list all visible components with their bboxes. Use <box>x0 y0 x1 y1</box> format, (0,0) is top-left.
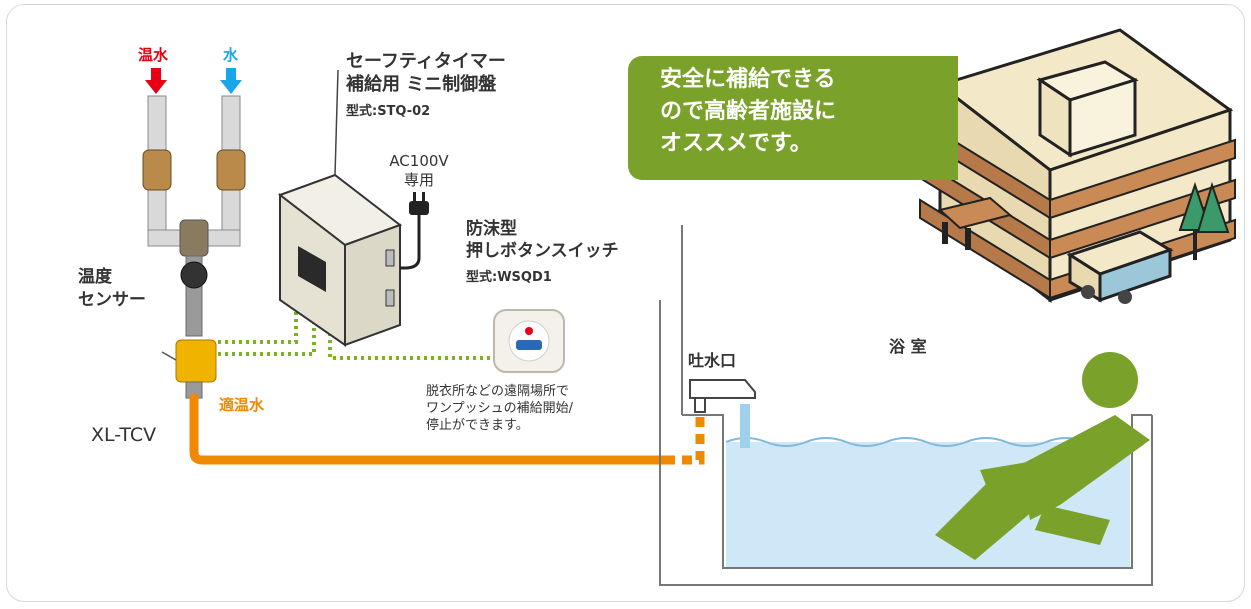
control-panel-box <box>277 173 403 347</box>
building-illustration <box>919 28 1236 304</box>
sensor-label-line-1: 温度 <box>78 267 112 287</box>
callout-line-2: ので高齢者施設に <box>660 98 837 124</box>
bathroom-wall <box>659 225 1153 586</box>
remote-note-line-1: 脱衣所などの遠隔場所で <box>426 384 570 399</box>
bathroom-label: 浴 室 <box>889 337 927 356</box>
person-bathing-icon <box>935 352 1150 560</box>
push-switch-title-line-2: 押しボタンスイッチ <box>466 241 619 262</box>
mixed-water-label: 適温水 <box>219 396 265 414</box>
valve-model-label: XL-TCV <box>91 424 157 446</box>
control-panel-title-line-1: セーフティタイマー <box>346 51 506 72</box>
water-spout-icon <box>689 379 756 448</box>
supply-pipes <box>142 95 246 399</box>
cold-arrow-icon <box>220 68 242 94</box>
control-panel-model: 型式:STQ-02 <box>346 104 431 119</box>
sensor-label-line-2: センサー <box>78 289 146 310</box>
push-switch-title-line-1: 防沫型 <box>466 219 517 239</box>
cold-water-label: 水 <box>223 46 239 64</box>
callout-line-1: 安全に補給できる <box>660 67 836 92</box>
control-panel-title: セーフティタイマー 補給用 ミニ制御盤 <box>346 50 506 97</box>
mixed-water-pipe <box>189 393 670 465</box>
signal-wires <box>218 305 500 360</box>
power-label-line-1: AC100V <box>389 152 449 170</box>
sensor-label: 温度 センサー <box>78 266 146 312</box>
spout-label: 吐水口 <box>688 351 737 370</box>
callout-text: 安全に補給できる ので高齢者施設に オススメです。 <box>660 64 836 160</box>
remote-note-line-3: 停止ができます。 <box>426 417 529 433</box>
remote-note: 脱衣所などの遠隔場所で ワンプッシュの補給開始/ 停止ができます。 <box>426 384 573 435</box>
control-panel-title-line-2: 補給用 ミニ制御盤 <box>346 74 497 96</box>
push-button-switch-icon <box>493 309 565 373</box>
remote-note-line-2: ワンプッシュの補給開始/ <box>426 400 573 416</box>
power-label-line-2: 専用 <box>403 170 434 189</box>
power-label: AC100V 専用 <box>389 152 449 190</box>
push-switch-title: 防沫型 押しボタンスイッチ <box>466 218 619 262</box>
hot-arrow-icon <box>145 68 167 94</box>
power-plug-icon <box>400 192 429 270</box>
hot-water-label: 温水 <box>138 46 169 64</box>
callout-line-3: オススメです。 <box>660 130 812 156</box>
push-switch-model: 型式:WSQD1 <box>466 270 552 285</box>
callout-banner <box>628 56 958 180</box>
